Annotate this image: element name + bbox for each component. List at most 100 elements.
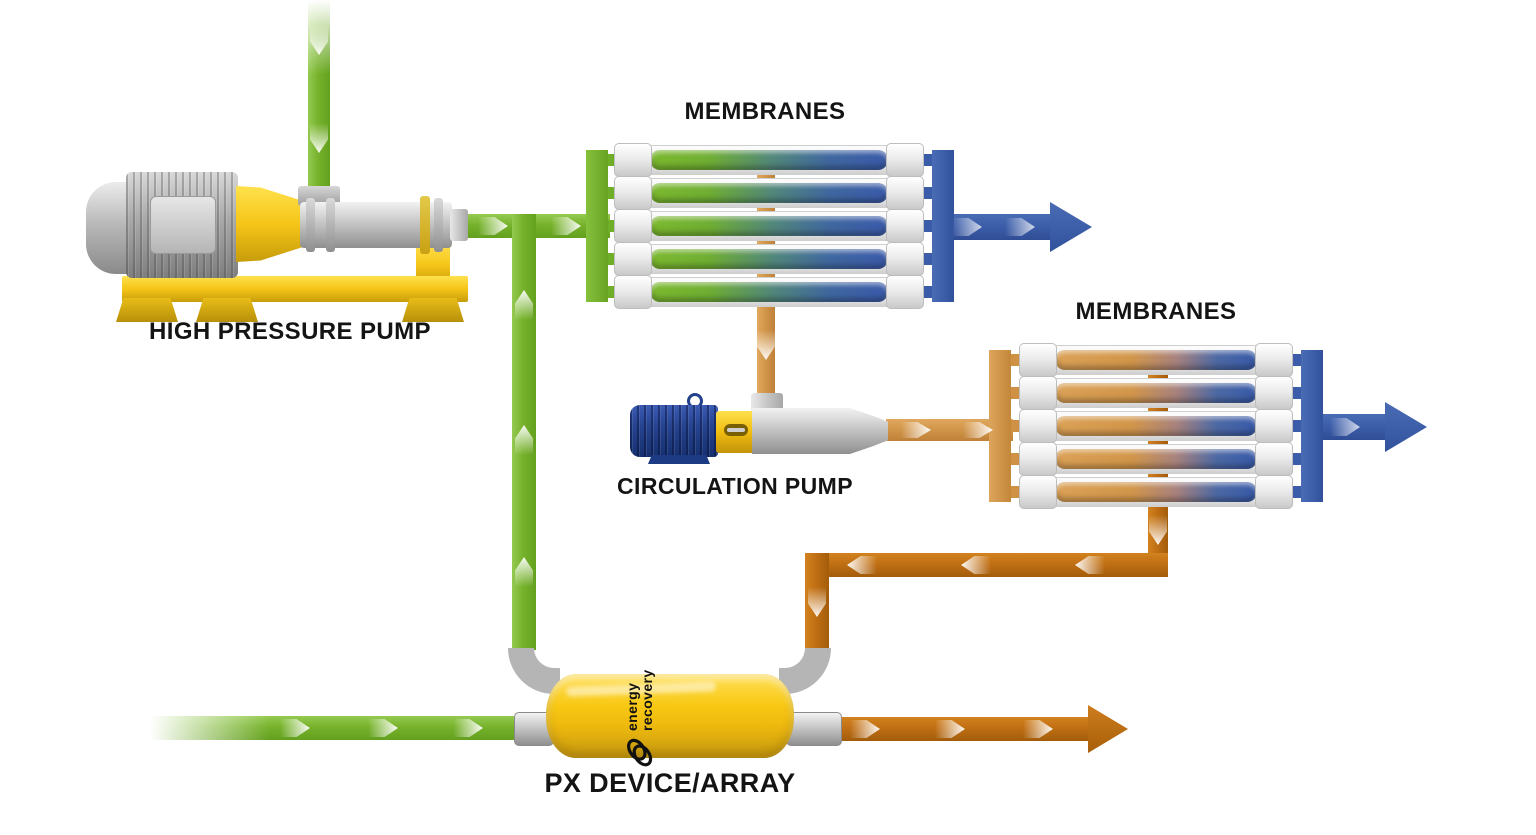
flow-arrow [453, 719, 483, 737]
membrane-end-cap [1019, 343, 1057, 377]
membrane-end-cap [1019, 409, 1057, 443]
membrane-outlet-stub [924, 220, 932, 232]
membrane-inlet-stub [1011, 453, 1019, 465]
membrane-outlet-stub [924, 187, 932, 199]
membrane-inlet-stub [1011, 354, 1019, 366]
membrane-outlet-stub [1293, 486, 1301, 498]
membrane-end-cap [614, 275, 652, 309]
px-right-coupling [786, 712, 842, 746]
hpp-foot [116, 298, 178, 322]
circpump-motor [630, 405, 718, 457]
membrane-stack-2 [989, 343, 1335, 513]
membrane-end-cap [1255, 409, 1293, 443]
membrane-tube-element [1055, 383, 1257, 403]
flow-arrow [850, 720, 880, 738]
membrane-outlet-stub [924, 253, 932, 265]
flow-arrow [1075, 556, 1105, 574]
permeate-arrowhead [1385, 402, 1427, 452]
flow-arrow [310, 25, 328, 55]
energy-recovery-swirl-icon [627, 738, 653, 767]
permeate-manifold [932, 150, 954, 302]
membrane-inlet-stub [608, 286, 616, 298]
membrane-outlet-stub [924, 154, 932, 166]
permeate-arrowhead [1050, 202, 1092, 252]
membrane-inlet-stub [1011, 420, 1019, 432]
high-pressure-pump-label: HIGH PRESSURE PUMP [149, 318, 431, 345]
membrane-outlet-stub [1293, 420, 1301, 432]
membrane-end-cap [1255, 376, 1293, 410]
flow-arrow [961, 556, 991, 574]
flow-arrow [280, 719, 310, 737]
membrane-end-cap [886, 209, 924, 243]
hpp-flange [306, 198, 315, 252]
membrane-stack-1 [586, 143, 966, 313]
hpp-motor-panel [150, 196, 216, 254]
membrane-end-cap [1255, 343, 1293, 377]
flow-arrow [310, 123, 328, 153]
hpp-flange [434, 198, 443, 252]
membrane-tube-element [1055, 416, 1257, 436]
logo-line-2: recovery [639, 669, 655, 731]
membrane-end-cap [1019, 475, 1057, 509]
energy-recovery-logo: energy recovery [600, 665, 680, 769]
flow-arrow [901, 422, 931, 438]
permeate-manifold [1301, 350, 1323, 502]
circpump-body [752, 408, 888, 454]
hpp-flange [420, 196, 430, 254]
membrane-end-cap [614, 143, 652, 177]
flow-arrow [478, 217, 508, 235]
hpp-flange [326, 198, 335, 252]
flow-arrow [515, 290, 533, 320]
energy-recovery-wordmark: energy recovery [623, 669, 655, 731]
circpump-motor-foot [648, 455, 710, 464]
membrane-inlet-stub [608, 154, 616, 166]
membranes-stage1-label: MEMBRANES [684, 98, 846, 125]
membrane-tube-element [650, 282, 888, 302]
membrane-end-cap [1019, 376, 1057, 410]
membrane-end-cap [886, 275, 924, 309]
feed-manifold [586, 150, 608, 302]
flow-arrow [808, 587, 826, 617]
membrane-inlet-stub [1011, 486, 1019, 498]
flow-arrow [1005, 218, 1035, 236]
flow-arrow [1330, 418, 1360, 436]
membrane-tube-element [1055, 482, 1257, 502]
hpp-base-frame [122, 276, 468, 302]
membrane-outlet-stub [1293, 354, 1301, 366]
membrane-tube-element [650, 183, 888, 203]
hpp-foot [196, 298, 258, 322]
circulation-pump-label: CIRCULATION PUMP [617, 473, 853, 499]
membrane-tube-element [650, 150, 888, 170]
membranes-stage2-label: MEMBRANES [1075, 298, 1237, 325]
flow-arrow [952, 218, 982, 236]
flow-arrow [515, 425, 533, 455]
membrane-end-cap [614, 242, 652, 276]
hpp-outlet-nozzle [450, 209, 468, 241]
flow-arrow [515, 557, 533, 587]
membrane-end-cap [614, 176, 652, 210]
flow-arrow [368, 719, 398, 737]
logo-line-1: energy [623, 682, 640, 731]
membrane-outlet-stub [924, 286, 932, 298]
px-device-label: PX DEVICE/ARRAY [544, 768, 796, 798]
membrane-outlet-stub [1293, 453, 1301, 465]
circpump-coupling-shaft [727, 428, 745, 432]
flow-arrow [551, 217, 581, 235]
membrane-inlet-stub [1011, 387, 1019, 399]
membrane-end-cap [1255, 442, 1293, 476]
flow-arrow [1149, 515, 1167, 545]
flow-arrow [757, 330, 775, 360]
membrane-tube-element [1055, 449, 1257, 469]
brine-arrowhead [1088, 705, 1128, 753]
flow-arrow [963, 422, 993, 438]
flow-arrow [935, 720, 965, 738]
flow-arrow [847, 556, 877, 574]
flow-arrow [1023, 720, 1053, 738]
membrane-end-cap [1255, 475, 1293, 509]
membrane-end-cap [886, 176, 924, 210]
membrane-inlet-stub [608, 253, 616, 265]
membrane-tube-element [1055, 350, 1257, 370]
feed-pipe-top-vertical [308, 0, 330, 200]
circulation-manifold [989, 350, 1011, 502]
